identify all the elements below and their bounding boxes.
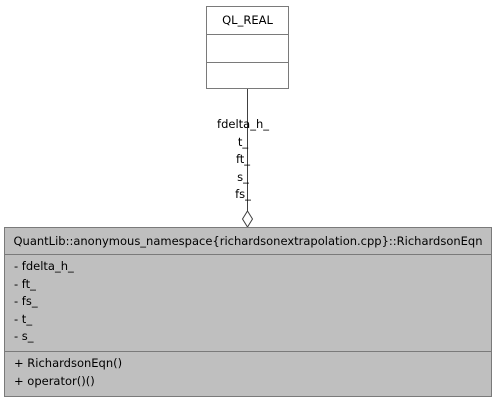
ql-real-class-box[interactable]: QL_REAL [206,6,289,89]
richardson-eqn-operations-section: + RichardsonEqn() + operator()() [5,352,491,390]
association-label: ft_ [235,152,251,166]
attribute-item: - s_ [14,329,34,343]
association-label: t_ [237,134,249,149]
richardson-eqn-attributes-section: - fdelta_h_ - ft_ - fs_ - t_ - s_ [5,255,491,352]
operation-item: + operator()() [14,373,95,388]
aggregation-diamond-icon [241,210,254,228]
richardson-eqn-class-box[interactable]: QuantLib::anonymous_namespace{richardson… [4,227,492,397]
richardson-eqn-class-name: QuantLib::anonymous_namespace{richardson… [5,228,491,255]
ql-real-class-name: QL_REAL [207,7,288,35]
association-labels: fdelta_h_ t_ ft_ s_ fs_ [208,116,278,204]
ql-real-operations-section [207,63,288,88]
attribute-item: - t_ [14,311,33,326]
association-label: s_ [237,169,249,184]
attribute-item: - ft_ [14,276,36,291]
operation-item: + RichardsonEqn() [14,356,123,370]
attribute-item: - fs_ [14,294,38,308]
ql-real-attributes-section [207,35,288,63]
attribute-item: - fdelta_h_ [14,259,74,273]
association-label: fs_ [235,187,251,201]
association-label: fdelta_h_ [217,117,269,131]
